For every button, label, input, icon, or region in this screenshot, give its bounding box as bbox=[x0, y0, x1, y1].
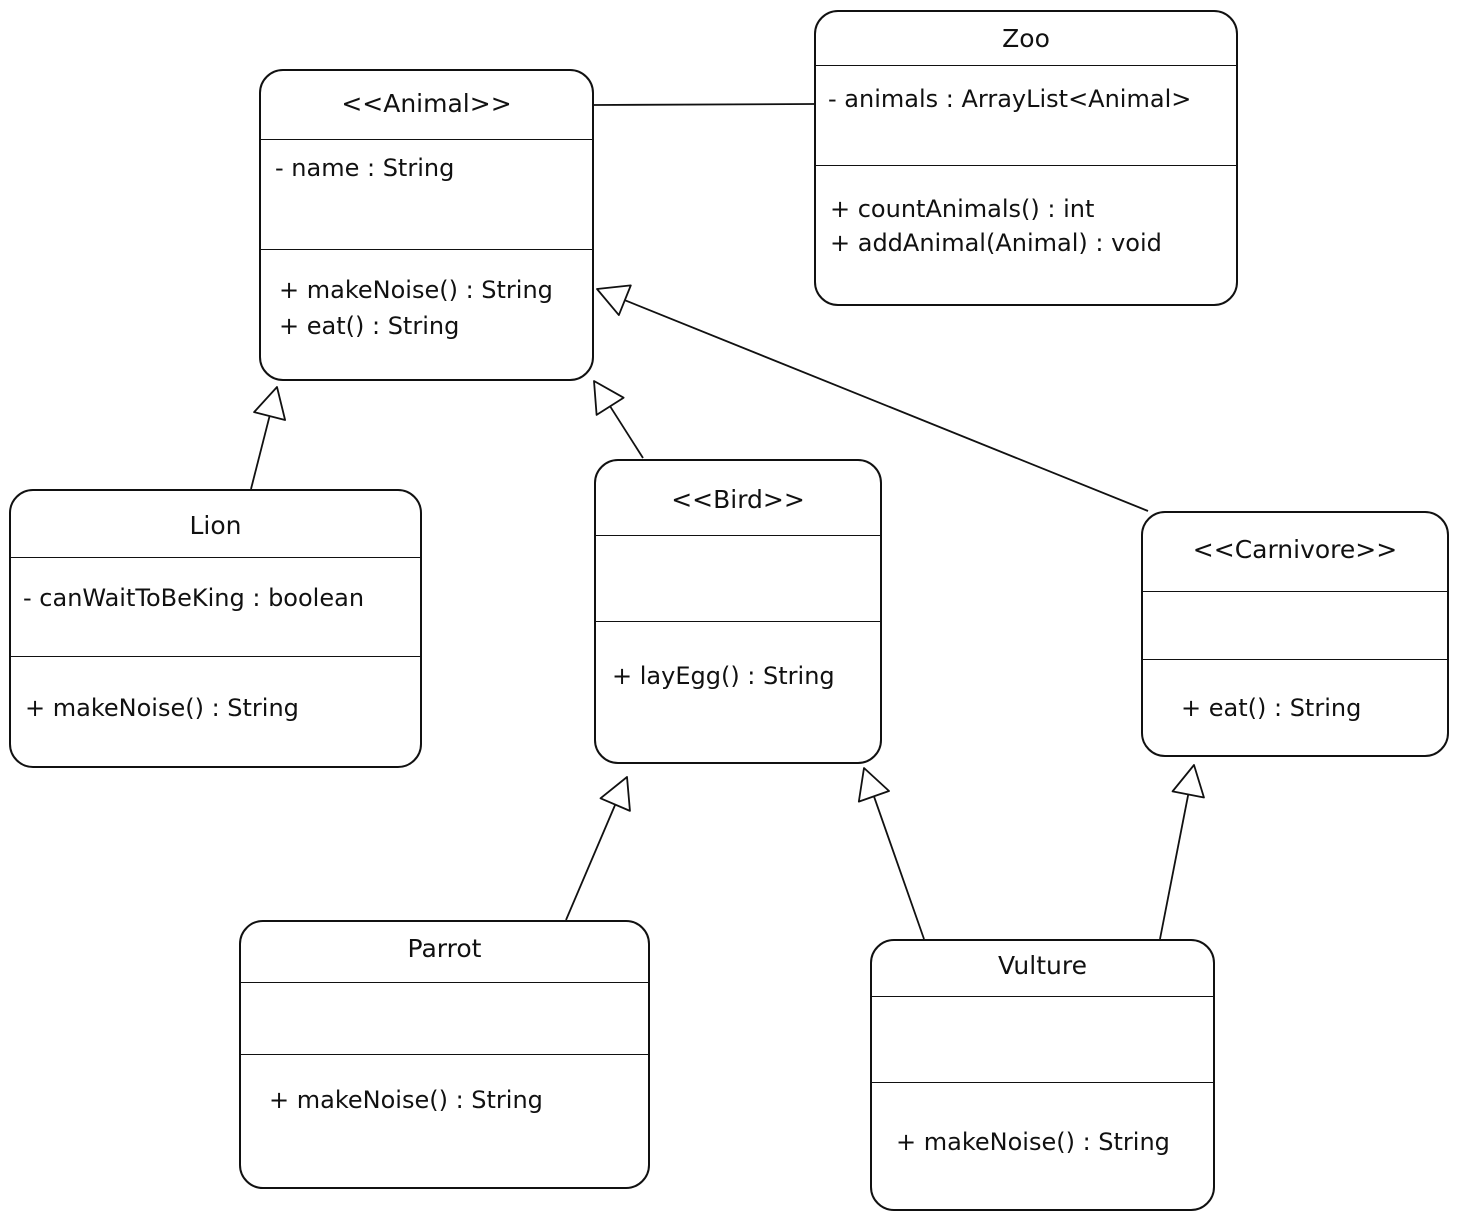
class-animal-attribute: - name : String bbox=[275, 154, 455, 182]
inheritance-line-vulture-carnivore bbox=[1159, 794, 1190, 940]
inheritance-arrowhead-bird-animal bbox=[593, 380, 625, 416]
class-zoo[interactable]: Zoo - animals : ArrayList<Animal> + coun… bbox=[814, 10, 1238, 306]
class-carnivore-method: + eat() : String bbox=[1181, 694, 1362, 722]
inheritance-line-vulture-bird bbox=[873, 796, 925, 940]
class-carnivore-name: <<Carnivore>> bbox=[1192, 535, 1398, 564]
class-carnivore-separator-1 bbox=[1143, 591, 1447, 592]
class-zoo-method: + addAnimal(Animal) : void bbox=[830, 229, 1162, 257]
class-vulture-separator-1 bbox=[872, 996, 1213, 997]
inheritance-arrowhead-vulture-carnivore bbox=[1171, 764, 1205, 799]
class-lion-name: Lion bbox=[189, 511, 242, 540]
class-carnivore[interactable]: <<Carnivore>> + eat() : String bbox=[1141, 511, 1449, 757]
inheritance-line-carnivore-animal bbox=[624, 299, 1149, 512]
class-vulture-method: + makeNoise() : String bbox=[896, 1128, 1170, 1156]
inheritance-line-parrot-bird bbox=[565, 804, 617, 921]
class-animal-separator-2 bbox=[261, 249, 592, 250]
class-parrot-method: + makeNoise() : String bbox=[269, 1086, 543, 1114]
class-carnivore-separator-2 bbox=[1143, 659, 1447, 660]
class-zoo-attribute: - animals : ArrayList<Animal> bbox=[828, 85, 1192, 113]
class-lion-attribute: - canWaitToBeKing : boolean bbox=[23, 584, 365, 612]
class-bird-separator-2 bbox=[596, 621, 880, 622]
class-parrot-name: Parrot bbox=[407, 934, 482, 963]
class-lion-separator-1 bbox=[11, 557, 420, 558]
class-lion[interactable]: Lion - canWaitToBeKing : boolean + makeN… bbox=[9, 489, 422, 768]
class-bird-method: + layEgg() : String bbox=[612, 662, 835, 690]
class-animal-name: <<Animal>> bbox=[341, 89, 512, 118]
class-parrot[interactable]: Parrot + makeNoise() : String bbox=[239, 920, 650, 1189]
class-zoo-name: Zoo bbox=[1002, 24, 1050, 53]
class-bird-name: <<Bird>> bbox=[671, 485, 805, 514]
class-animal-method: + eat() : String bbox=[279, 312, 460, 340]
inheritance-arrowhead-vulture-bird bbox=[857, 767, 890, 803]
class-bird[interactable]: <<Bird>> + layEgg() : String bbox=[594, 459, 882, 764]
inheritance-arrowhead-parrot-bird bbox=[599, 776, 631, 812]
inheritance-line-bird-animal bbox=[609, 405, 644, 459]
inheritance-line-lion-animal bbox=[250, 415, 271, 490]
class-vulture[interactable]: Vulture + makeNoise() : String bbox=[870, 939, 1215, 1211]
class-bird-separator-1 bbox=[596, 535, 880, 536]
class-animal-separator-1 bbox=[261, 139, 592, 140]
class-lion-method: + makeNoise() : String bbox=[25, 694, 299, 722]
class-lion-separator-2 bbox=[11, 656, 420, 657]
class-parrot-separator-2 bbox=[241, 1054, 648, 1055]
class-zoo-method: + countAnimals() : int bbox=[830, 195, 1095, 223]
class-zoo-separator-2 bbox=[816, 165, 1236, 166]
class-vulture-name: Vulture bbox=[998, 951, 1087, 980]
class-animal[interactable]: <<Animal>> - name : String + makeNoise()… bbox=[259, 69, 594, 381]
class-animal-method: + makeNoise() : String bbox=[279, 276, 553, 304]
class-zoo-separator-1 bbox=[816, 65, 1236, 66]
inheritance-arrowhead-lion-animal bbox=[253, 386, 286, 421]
class-vulture-separator-2 bbox=[872, 1082, 1213, 1083]
inheritance-arrowhead-carnivore-animal bbox=[596, 284, 632, 316]
association-line-zoo-animal bbox=[593, 103, 815, 106]
class-parrot-separator-1 bbox=[241, 982, 648, 983]
